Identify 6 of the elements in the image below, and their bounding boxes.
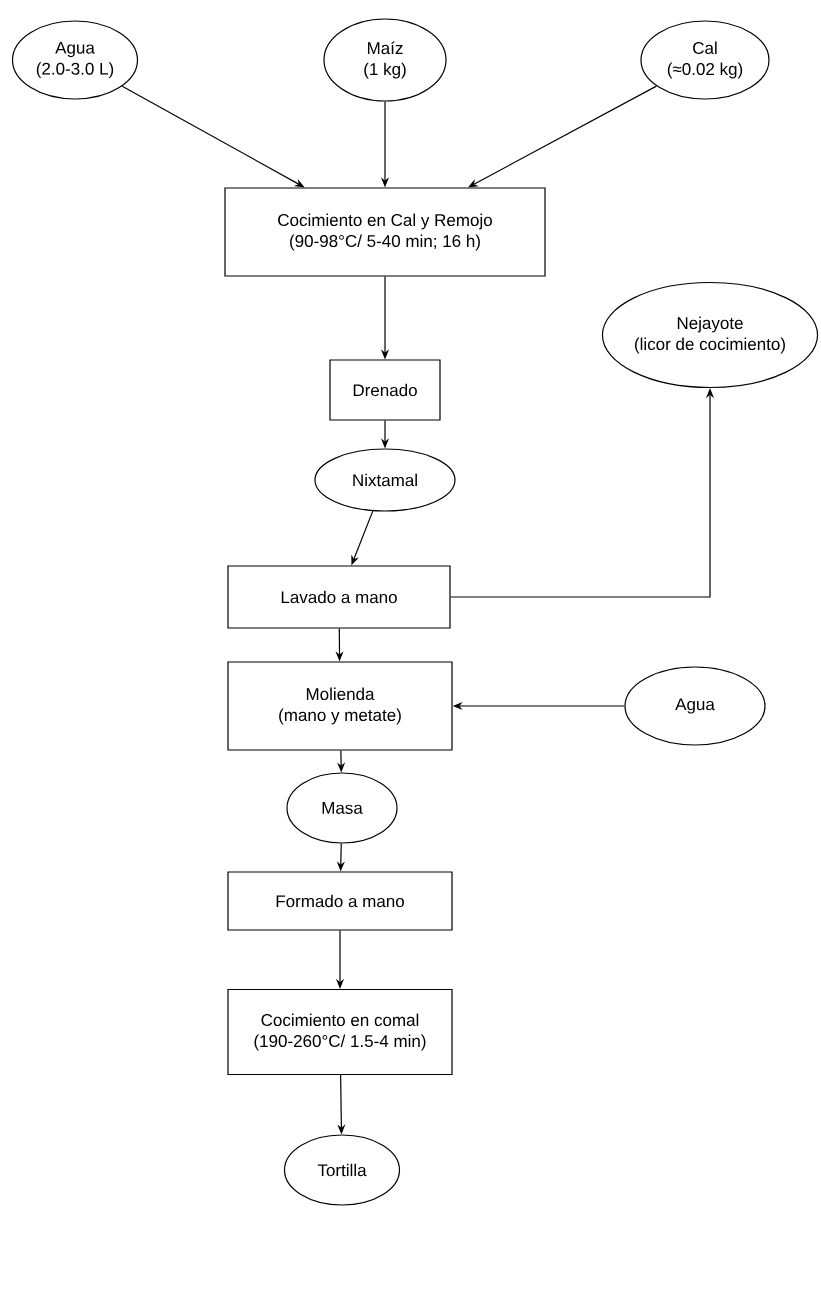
process-box: Cocimiento en comal (190-260°C/ 1.5-4 min) (227, 988, 453, 1076)
process-box: Molienda (mano y metate) (227, 661, 453, 751)
process-box: Lavado a mano (227, 565, 451, 629)
process-box: Cocimiento en Cal y Remojo (90-98°C/ 5-40 min; 16 h) (224, 187, 546, 277)
process-box: Drenado (329, 359, 441, 421)
process-box: Formado a mano (227, 871, 453, 931)
